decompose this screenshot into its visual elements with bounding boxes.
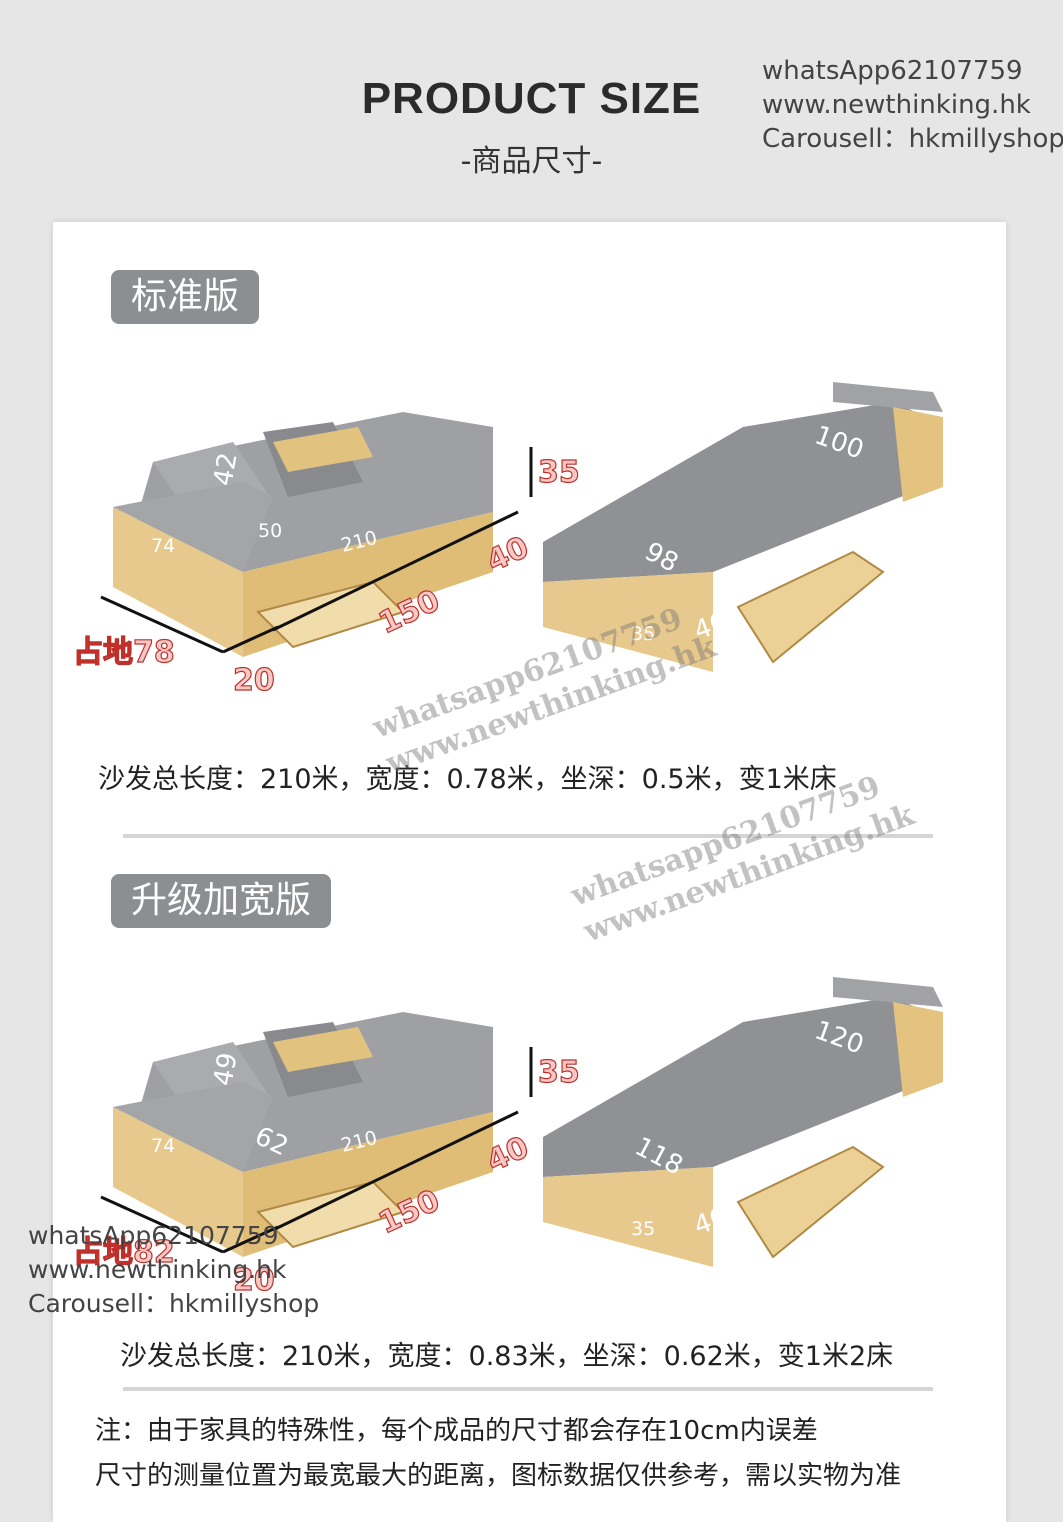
dim-side-height: 35 [538,1055,580,1090]
sofa-tray-top [273,427,373,472]
contact-website: www.newthinking.hk [762,90,1031,120]
standard-sofa-diagram: 42 50 210 74 35 40 150 占地78 20 [72,412,580,699]
sofa-arm-wood [113,1107,243,1257]
bed-side-wood [893,1002,943,1097]
bed-drawer [736,550,885,664]
standard-bed-diagram: 100 98 35 40 [543,382,943,672]
bed-drawer [736,1145,885,1259]
dim-footprint: 占地82 [73,1235,175,1270]
tag-upgraded-edition: 升级加宽版 [111,874,332,928]
contact-website: www.newthinking.hk [28,1255,287,1284]
dim-seat-depth: 50 [258,520,282,542]
dim-footprint: 占地78 [73,635,175,670]
upgraded-bed-diagram: 120 118 35 40 [543,977,943,1267]
upgraded-spec-text: 沙发总长度：210米，宽度：0.83米，坐深：0.62米，变1米2床 [120,1341,894,1372]
contact-carousell: Carousell：hkmillyshop [762,124,1063,154]
dim-back-height: 49 [208,1050,243,1088]
sofa-arm-wood [113,507,243,657]
bed-mattress [543,402,938,582]
size-card: 标准版 42 50 210 74 35 40 150 占地78 20 100 9… [53,222,1006,1522]
sofa-drawer [256,1180,405,1249]
page-subtitle: -商品尺寸- [460,144,603,179]
sofa-arm-top [113,1082,273,1172]
dim-line-gap [222,1225,279,1254]
dim-arm-depth: 74 [151,535,175,557]
dim-back-height: 42 [208,450,243,488]
bed-front-wood [543,1167,713,1267]
bed-headrest [833,977,943,1007]
dim-line-footprint [100,1195,224,1254]
contact-whatsapp: whatsApp62107759 [28,1221,279,1250]
contact-whatsapp: whatsApp62107759 [762,56,1023,86]
dim-arm-depth: 74 [151,1135,175,1157]
bed-side-wood [893,407,943,502]
sofa-tray-top [273,1027,373,1072]
dim-bed-height: 35 [631,623,655,645]
dim-foot-gap: 20 [233,1263,275,1298]
sofa-arm-top [113,482,273,572]
bed-front-wood [543,572,713,672]
sofa-drawer [256,580,405,649]
dim-line-footprint [100,595,224,654]
contact-info-top: whatsApp62107759 www.newthinking.hk Caro… [762,54,1063,156]
section-divider [123,834,933,838]
dim-line-gap [222,625,279,654]
note-line-1: 注：由于家具的特殊性，每个成品的尺寸都会存在10cm内误差 [95,1416,818,1446]
note-line-2: 尺寸的测量位置为最宽最大的距离，图标数据仅供参考，需以实物为准 [95,1461,902,1491]
dim-bed-height: 35 [631,1218,655,1240]
contact-carousell: Carousell：hkmillyshop [28,1289,320,1318]
upgraded-sofa-diagram: 49 62 210 74 35 40 150 占地82 20 [72,1012,580,1299]
bed-mattress [543,997,938,1177]
dim-line-drawer [272,510,519,632]
dim-line-drawer [272,1110,519,1232]
dim-side-height: 35 [538,455,580,490]
section-divider [123,1387,933,1391]
dim-foot-gap: 20 [233,663,275,698]
contact-info-bottom: whatsApp62107759 www.newthinking.hk Caro… [28,1219,319,1321]
tag-standard-edition: 标准版 [111,270,260,324]
bed-headrest [833,382,943,412]
page-title: PRODUCT SIZE [361,74,702,123]
standard-spec-text: 沙发总长度：210米，宽度：0.78米，坐深：0.5米，变1米床 [98,764,837,795]
